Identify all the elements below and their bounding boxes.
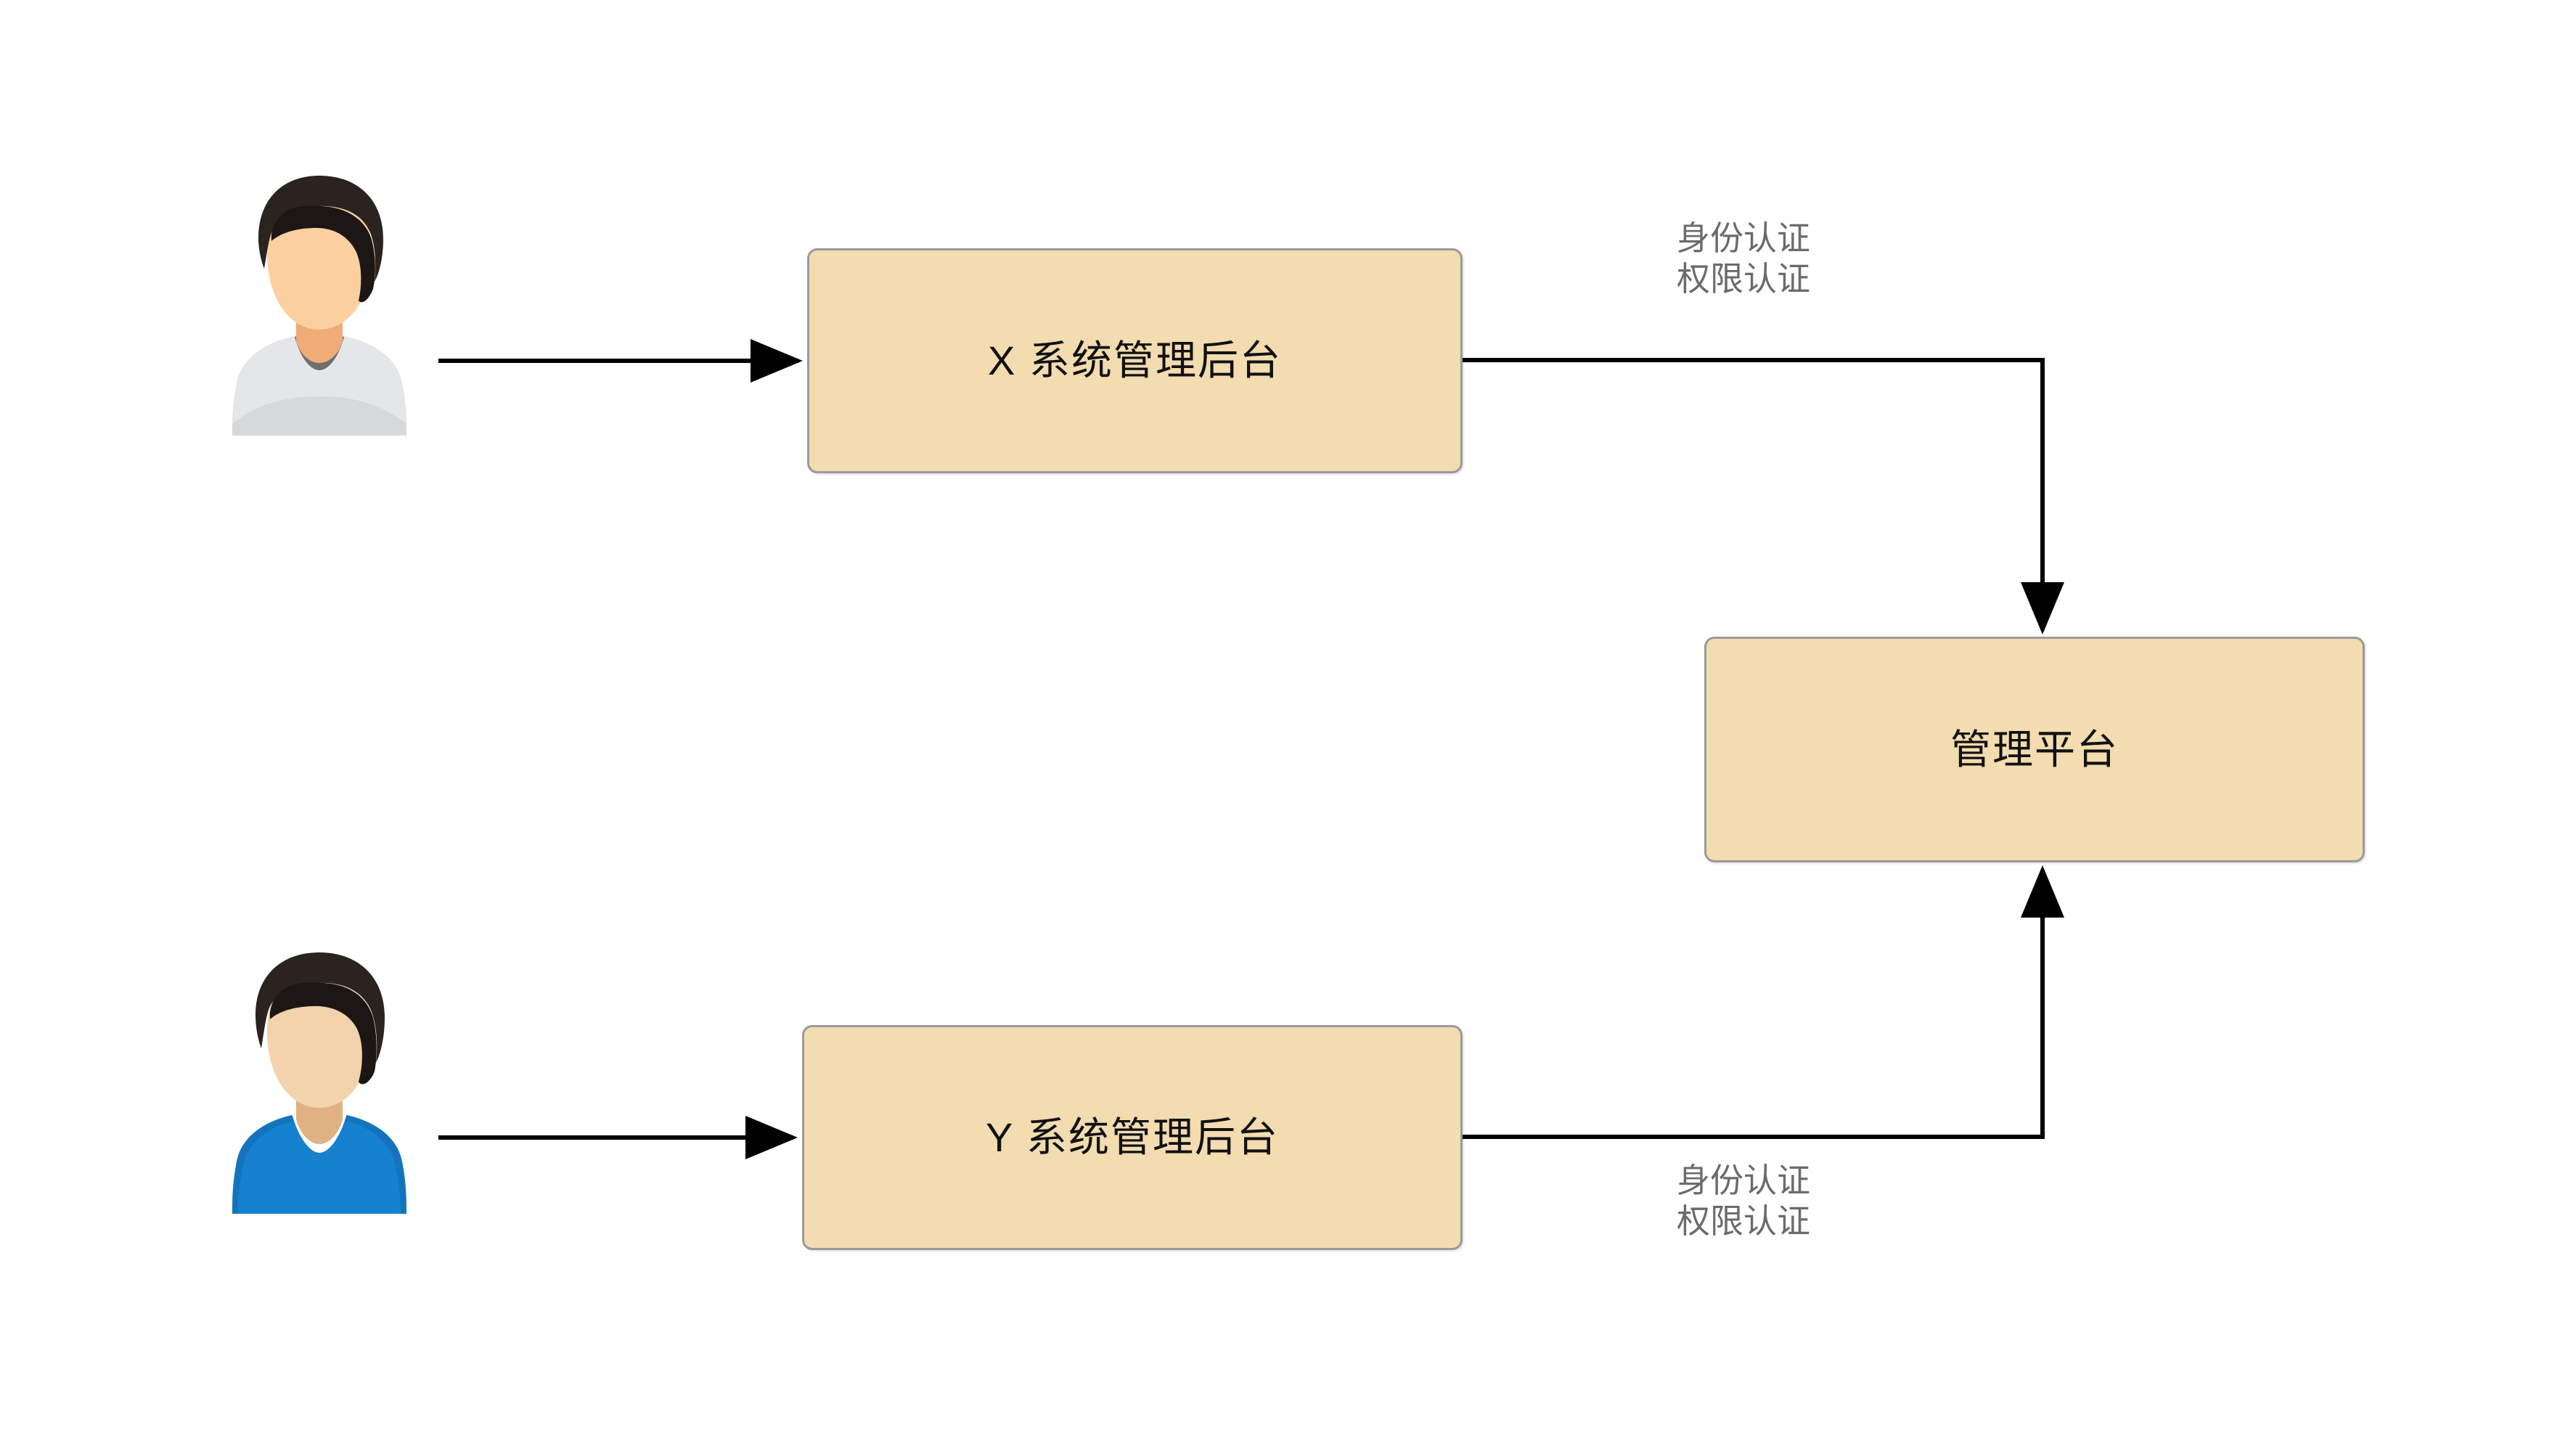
edge-label-bottom: 身份认证 权限认证 <box>1677 1160 1810 1241</box>
edge-label-top: 身份认证 权限认证 <box>1677 218 1810 299</box>
edge-label-top-line1: 身份认证 <box>1677 219 1810 257</box>
edge-label-bottom-line2: 权限认证 <box>1677 1202 1810 1241</box>
node-y-system[interactable]: Y 系统管理后台 <box>802 1025 1463 1250</box>
edge-label-top-line2: 权限认证 <box>1677 260 1810 298</box>
edge-y-system-to-platform <box>1463 865 2064 1139</box>
node-platform[interactable]: 管理平台 <box>1704 637 2365 862</box>
user-avatar-x-icon <box>232 176 406 436</box>
node-x-system[interactable]: X 系统管理后台 <box>807 248 1463 473</box>
edge-label-bottom-line1: 身份认证 <box>1677 1161 1810 1199</box>
user-avatar-y-icon <box>232 952 406 1214</box>
node-x-system-label: X 系统管理后台 <box>988 338 1282 384</box>
node-y-system-label: Y 系统管理后台 <box>986 1114 1279 1161</box>
node-platform-label: 管理平台 <box>1950 726 2119 772</box>
edge-x-system-to-platform <box>1463 358 2064 634</box>
